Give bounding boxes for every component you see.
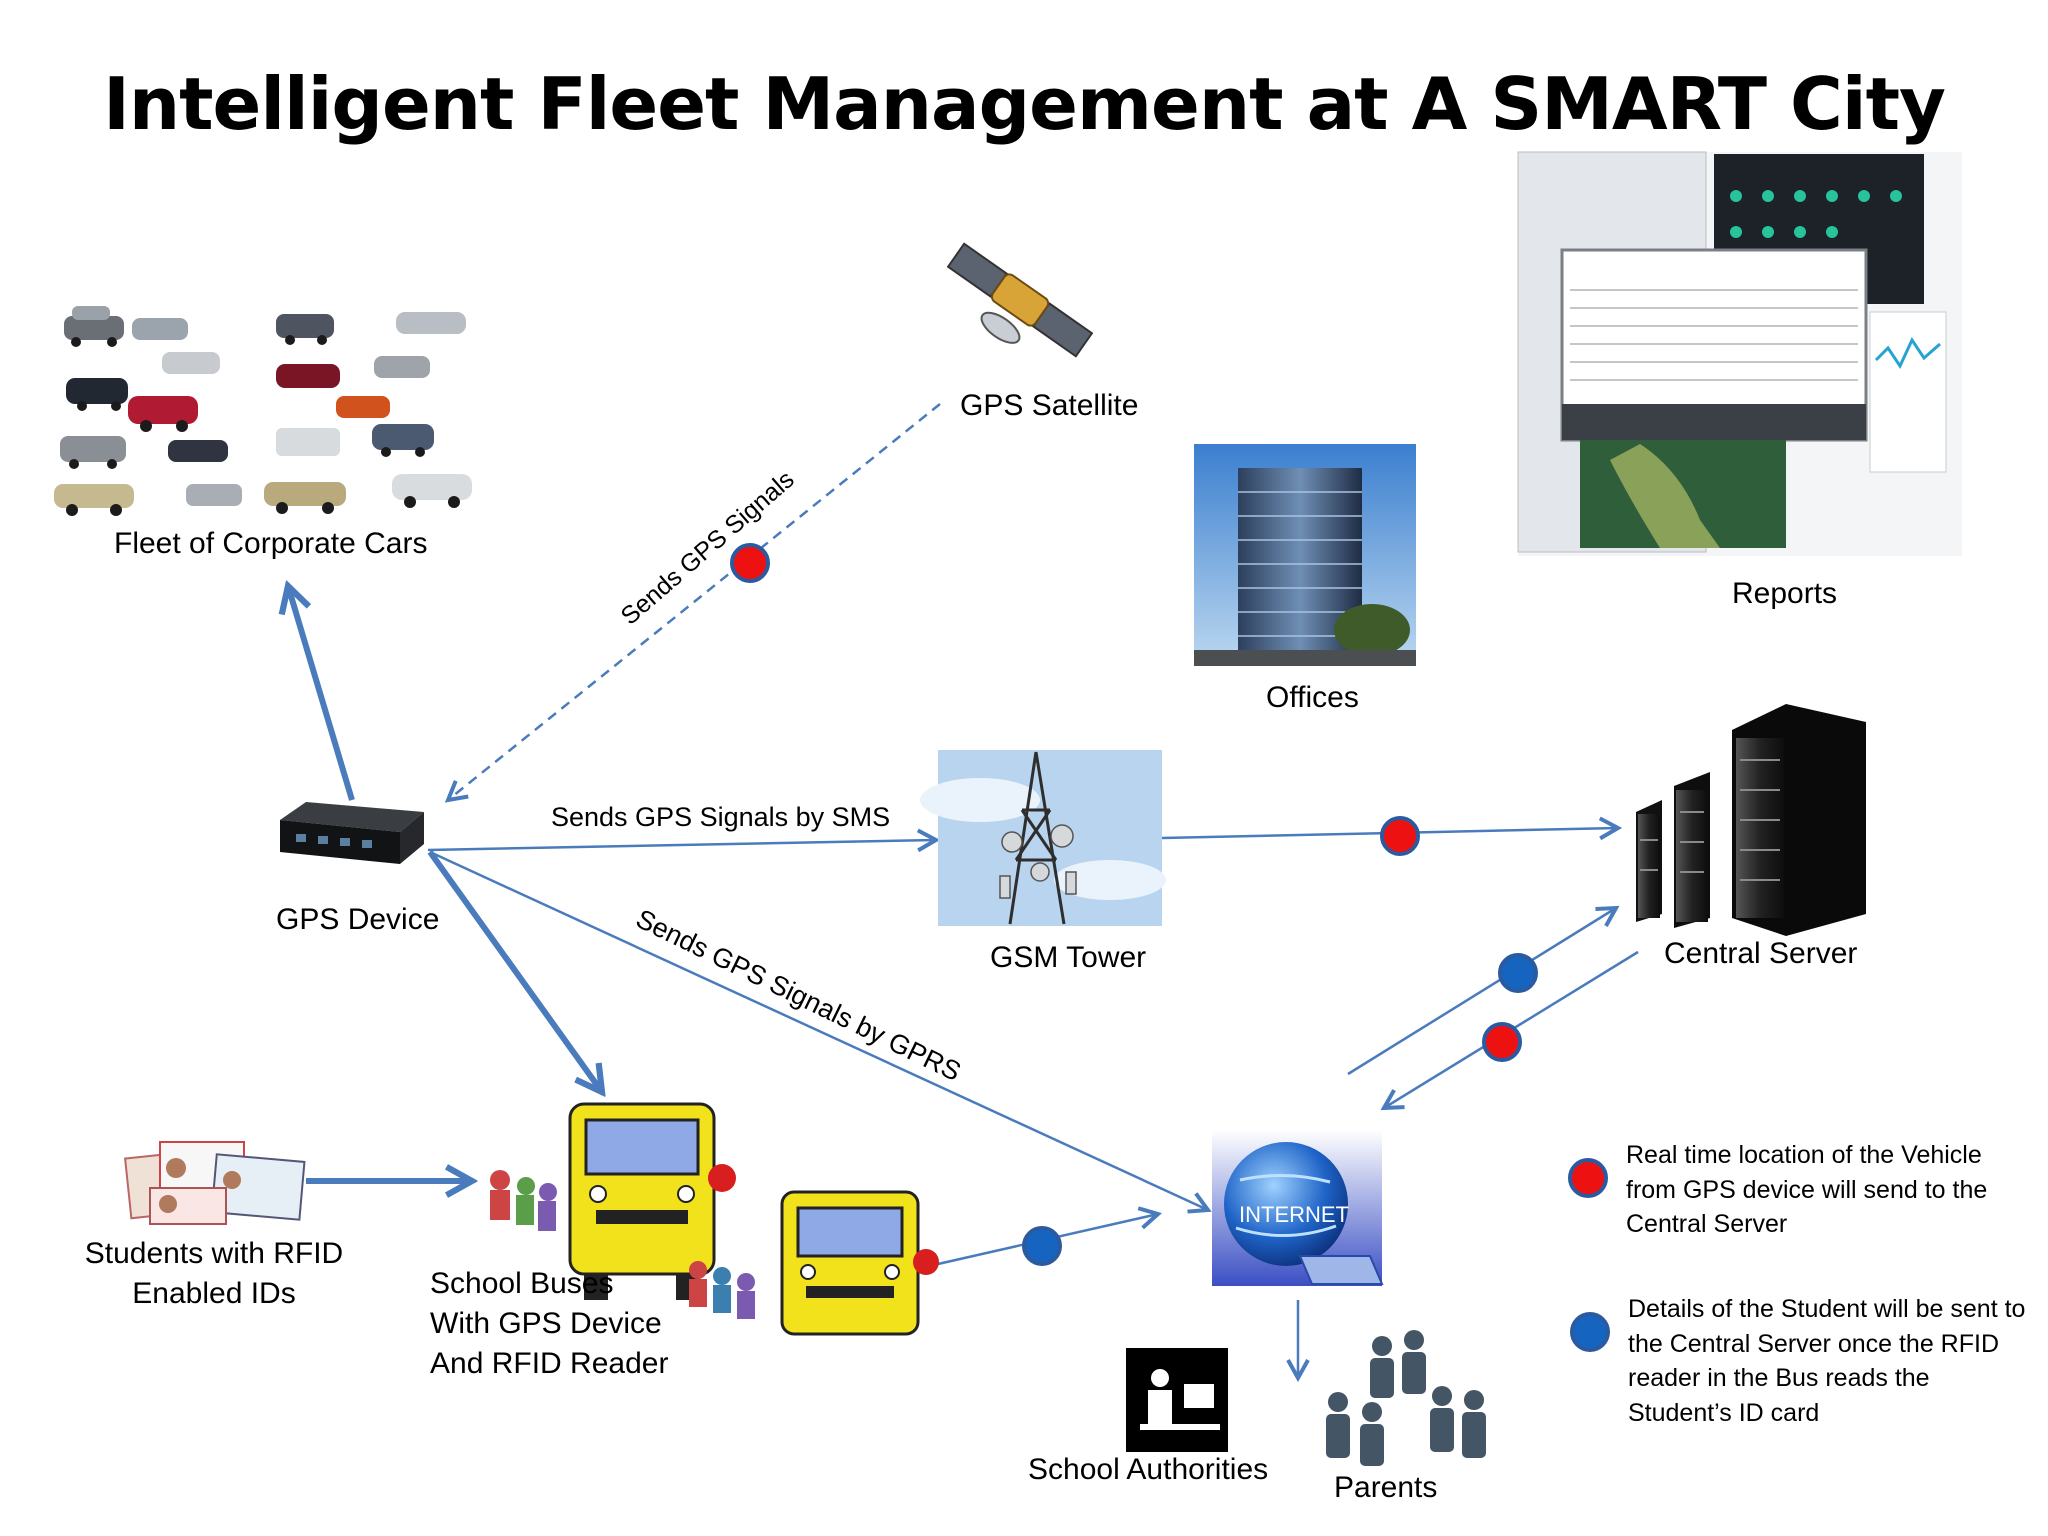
reports-label: Reports (1732, 577, 1838, 610)
gsm-tower-label: GSM Tower (990, 941, 1147, 974)
edge-label-gprs: Sends GPS Signals by GPRS (631, 903, 965, 1087)
reports-screenshot (1517, 151, 1962, 556)
school-authorities-image (1126, 1348, 1228, 1452)
red-marker-down (1482, 1022, 1522, 1062)
internet-globe-image: INTERNET (1212, 1130, 1384, 1286)
gps-device-label: GPS Device (276, 903, 440, 936)
blue-marker-up (1498, 953, 1538, 993)
edge-device-to-fleet (288, 586, 355, 801)
legend-blue-marker (1570, 1312, 1610, 1352)
legend-blue-text: Details of the Student will be sent to t… (1628, 1295, 2026, 1427)
school-bus-1-image (490, 1102, 736, 1300)
server-racks-image (1636, 704, 1866, 936)
student-id-cards-image (123, 1141, 306, 1225)
students-label-line1: Students with RFID (84, 1237, 344, 1270)
internet-label: INTERNET (1239, 1202, 1349, 1227)
central-server-label: Central Server (1664, 937, 1858, 970)
red-marker-satellite (730, 543, 770, 583)
school-buses-label-line3: And RFID Reader (430, 1347, 669, 1380)
edge-device-to-internet (429, 850, 1208, 1210)
students-label-line2: Enabled IDs (132, 1277, 296, 1310)
parents-image (1326, 1330, 1486, 1466)
satellite-icon (946, 242, 1094, 358)
legend-red-text: Real time location of the Vehicle from G… (1626, 1141, 1988, 1238)
page-title: Intelligent Fleet Management at A SMART … (103, 62, 1946, 146)
school-buses-label-line1: School Buses (430, 1267, 614, 1300)
offices-label: Offices (1266, 681, 1359, 714)
edge-satellite-to-device (448, 403, 941, 800)
edge-label-satellite: Sends GPS Signals (616, 465, 800, 630)
school-authorities-label: School Authorities (1028, 1453, 1269, 1486)
edge-device-to-gsm (427, 840, 936, 850)
fleet-label: Fleet of Corporate Cars (114, 527, 428, 560)
legend-red-marker (1568, 1158, 1608, 1198)
office-building-image (1194, 444, 1416, 666)
parents-label: Parents (1334, 1471, 1438, 1504)
fleet-cars-image (54, 306, 472, 516)
school-bus-2-image (689, 1190, 939, 1336)
edge-device-to-buses (427, 850, 602, 1092)
students-label: Students with RFID Enabled IDs (82, 1236, 346, 1312)
edge-internet-to-server (1347, 908, 1616, 1076)
gps-device-image (280, 802, 424, 864)
school-buses-label: School Buses With GPS Device And RFID Re… (430, 1266, 668, 1382)
school-buses-label-line2: With GPS Device (430, 1307, 662, 1340)
red-marker-gsm (1380, 816, 1420, 856)
gps-satellite-label: GPS Satellite (960, 389, 1139, 422)
edge-label-sms: Sends GPS Signals by SMS (551, 802, 890, 832)
blue-marker-bus (1022, 1226, 1062, 1266)
gsm-tower-image (920, 750, 1166, 926)
